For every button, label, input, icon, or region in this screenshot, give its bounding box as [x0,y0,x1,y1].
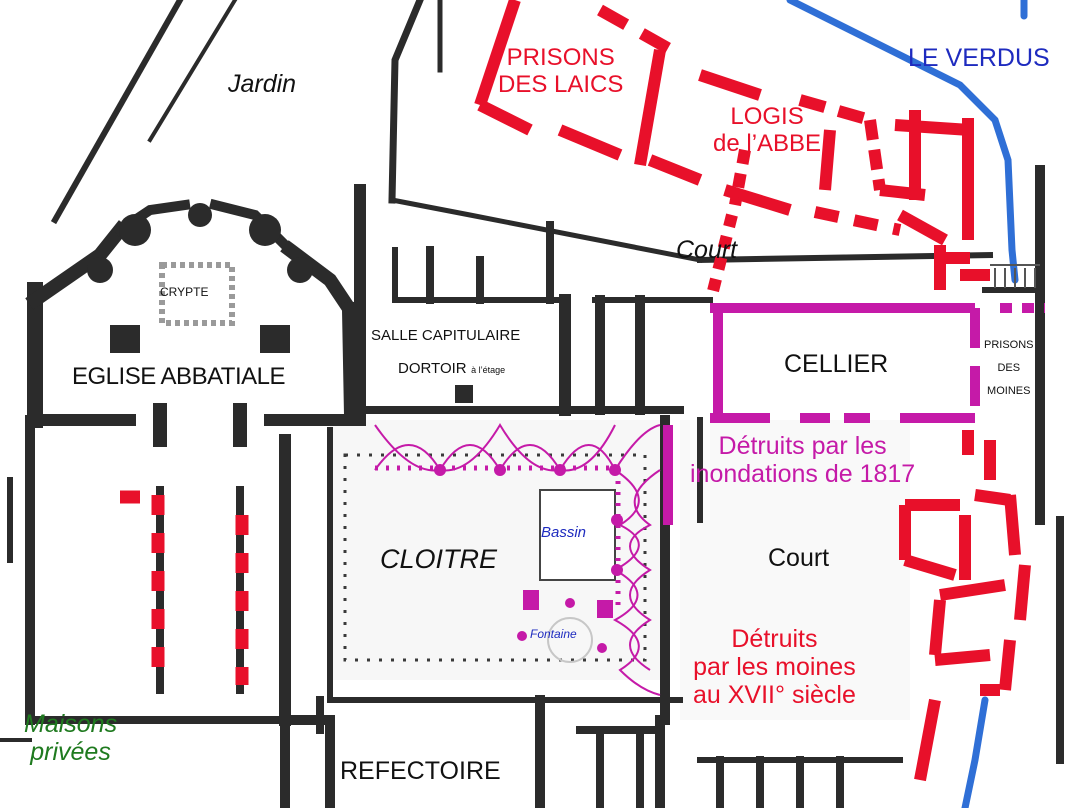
label-logis-line1: LOGIS [730,103,804,130]
label-eglise-abbatiale: EGLISE ABBATIALE [72,363,286,390]
label-prisons-des-laics: PRISONS DES LAICS [498,44,624,99]
label-detruits-1817-line2: inondations de 1817 [690,460,916,488]
label-salle-capitulaire: SALLE CAPITULAIRE [371,327,521,344]
label-jardin: Jardin [228,70,297,98]
label-fontaine: Fontaine [530,627,577,641]
label-detruits-moines: Détruits par les moines au XVII° siècle [693,625,856,709]
label-cellier: CELLIER [784,350,889,378]
magenta-pillars [434,464,623,653]
label-detruits-moines-line3: au XVII° siècle [693,681,856,709]
label-dortoir-etage: à l’étage [471,365,506,375]
red-walls-east [899,430,1031,782]
label-prisons-des-moines: PRISONS DES MOINES [984,334,1034,403]
fontaine-basin [547,617,593,663]
crypte-outline [159,262,235,326]
label-prisons-des-laics-line1: PRISONS [506,44,615,71]
river-le-verdus [786,0,1019,284]
label-detruits-moines-line1: Détruits [731,625,818,653]
bassin-outline [539,489,616,581]
label-prisons-moines-line1: PRISONS [984,339,1034,351]
label-crypte: CRYPTE [160,285,209,299]
red-walls-north [474,0,990,297]
label-court-top: Court [676,236,738,264]
label-prisons-des-laics-line2: DES LAICS [498,70,624,98]
label-bassin: Bassin [541,524,587,541]
label-detruits-1817-line1: Détruits par les [718,432,887,460]
label-refectoire: REFECTOIRE [340,757,501,785]
label-maisons-line2: privées [30,738,111,766]
red-church-piers [120,490,249,685]
label-detruits-moines-line2: par les moines [693,653,856,681]
label-logis-de-labbe: LOGIS de l’ABBE [713,103,822,158]
label-maisons-line1: Maisons [24,710,118,738]
prisons-moines-arches [990,264,1040,288]
label-cloitre: CLOITRE [380,544,498,574]
label-dortoir-main: DORTOIR [398,360,467,377]
label-le-verdus: LE VERDUS [908,44,1050,72]
label-detruits-inondations: Détruits par les inondations de 1817 [690,432,915,488]
label-dortoir: DORTOIR à l’étage [398,360,505,378]
river-le-verdus-lower [961,696,989,808]
label-maisons-privees: Maisons privées [24,710,117,766]
label-logis-line2: de l’ABBE [713,129,822,157]
magenta-cellier-walls [663,303,1045,525]
label-prisons-moines-line2: DES [997,362,1021,375]
label-court-mid: Court [768,544,830,572]
label-prisons-moines-line3: MOINES [987,385,1031,398]
